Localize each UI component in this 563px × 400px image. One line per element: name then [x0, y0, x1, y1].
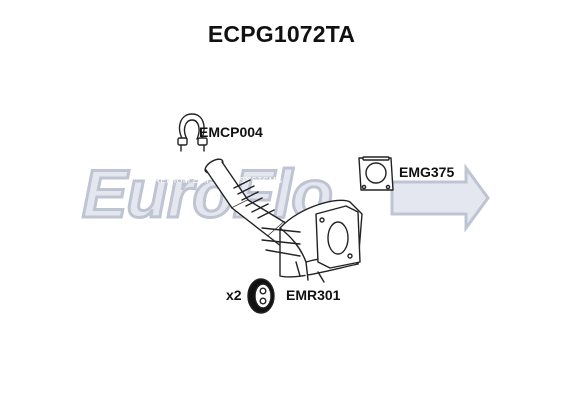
rubber-mount-quantity-label: x2	[226, 287, 242, 303]
part-number-title: ECPG1072TA	[207, 21, 356, 47]
gasket-code-label: EMG375	[399, 164, 455, 180]
gasket-icon	[358, 156, 394, 191]
rubber-mount-icon	[247, 278, 275, 314]
particulate-filter-icon	[204, 158, 363, 283]
rubber-mount-code-label: EMR301	[286, 287, 341, 303]
clamp-code-label: EMCP004	[199, 124, 263, 140]
clamp-icon	[177, 113, 208, 152]
